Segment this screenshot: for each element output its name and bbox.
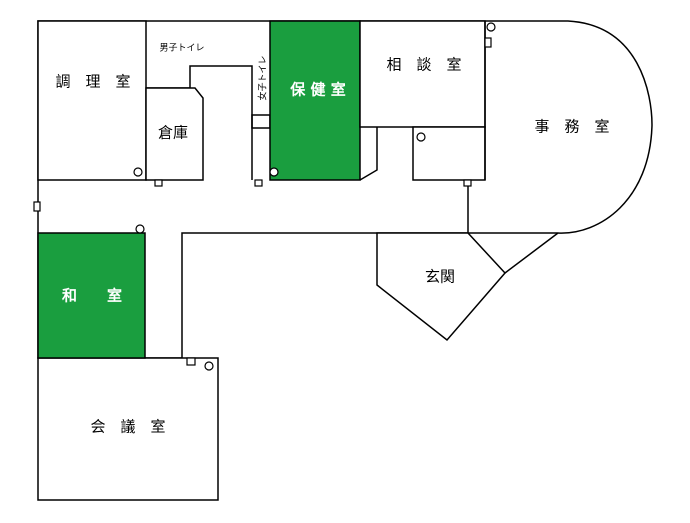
room-meeting-label: 会 議 室 [90,418,165,436]
room-kitchen[interactable] [37,20,147,181]
room-health-label: 保 健 室 [289,81,345,99]
room-meeting[interactable] [37,357,219,501]
fixture-circle [204,361,214,371]
room-entrance[interactable] [376,232,507,342]
room-consultation[interactable] [359,20,486,128]
door-marker [254,179,263,187]
fixture-circle [269,167,279,177]
fixture-circle [486,22,496,32]
room-consultation-label: 相 談 室 [386,56,461,74]
door-marker [33,201,41,212]
entrance-office-link [504,232,559,274]
room-entrance-label: 玄関 [425,268,455,286]
room-japanese[interactable] [37,232,146,359]
room-storage[interactable] [145,87,204,181]
room-womens-toilet-label: 女子トイレ [257,55,269,100]
fixture-circle [135,224,145,234]
room-mens-toilet-label: 男子トイレ [159,43,204,54]
fixture-circle [416,132,426,142]
room-kitchen-label: 調 理 室 [55,73,130,91]
fixture-circle [133,167,143,177]
room-office-label: 事 務 室 [534,118,609,136]
room-health[interactable] [269,20,361,181]
room-storage-label: 倉庫 [158,124,188,142]
corridor-wedge [359,127,378,181]
door-marker [463,179,472,187]
door-marker [484,37,492,48]
door-marker [186,357,196,366]
room-japanese-label: 和 室 [62,287,122,305]
door-marker [154,179,163,187]
